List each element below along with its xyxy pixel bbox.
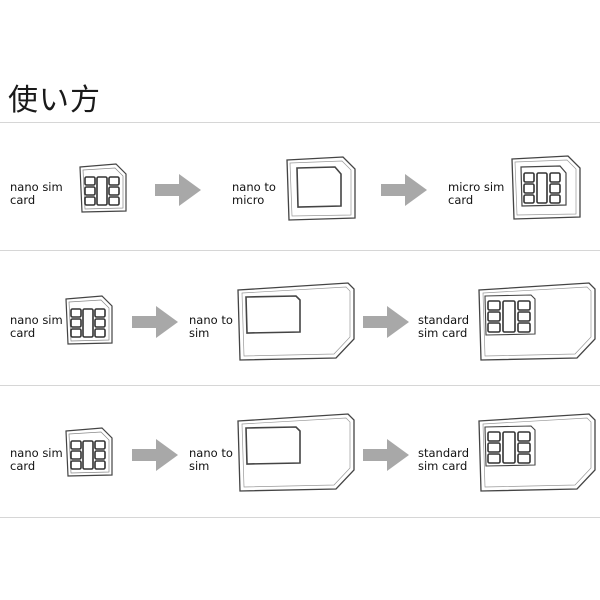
standard-sim-icon bbox=[478, 413, 596, 492]
divider-top bbox=[0, 122, 600, 123]
row2-adapter-label: nano to sim bbox=[189, 313, 233, 340]
divider-bottom bbox=[0, 517, 600, 518]
arrow-right-icon bbox=[363, 439, 409, 471]
arrow-right-icon bbox=[363, 306, 409, 338]
standard-sim-icon bbox=[478, 282, 596, 361]
arrow-right-icon bbox=[132, 306, 178, 338]
row1-source-label: nano sim card bbox=[10, 180, 63, 207]
divider-1 bbox=[0, 250, 600, 251]
row3-source-label: nano sim card bbox=[10, 446, 63, 473]
row3-adapter-label: nano to sim bbox=[189, 446, 233, 473]
row1-result-label: micro sim card bbox=[448, 180, 505, 207]
nano-sim-icon bbox=[65, 295, 113, 345]
micro-sim-icon bbox=[511, 155, 581, 220]
divider-2 bbox=[0, 385, 600, 386]
nano-to-sim-adapter-icon bbox=[237, 413, 355, 492]
nano-to-sim-adapter-icon bbox=[237, 282, 355, 361]
row2-result-label: standard sim card bbox=[418, 313, 470, 340]
row2-source-label: nano sim card bbox=[10, 313, 63, 340]
nano-to-micro-adapter-icon bbox=[286, 156, 356, 221]
page-title: 使い方 bbox=[8, 83, 101, 118]
arrow-right-icon bbox=[132, 439, 178, 471]
nano-sim-icon bbox=[79, 163, 127, 213]
row1-adapter-label: nano to micro bbox=[232, 180, 276, 207]
arrow-right-icon bbox=[381, 174, 427, 206]
row3-result-label: standard sim card bbox=[418, 446, 470, 473]
nano-sim-icon bbox=[65, 427, 113, 477]
arrow-right-icon bbox=[155, 174, 201, 206]
